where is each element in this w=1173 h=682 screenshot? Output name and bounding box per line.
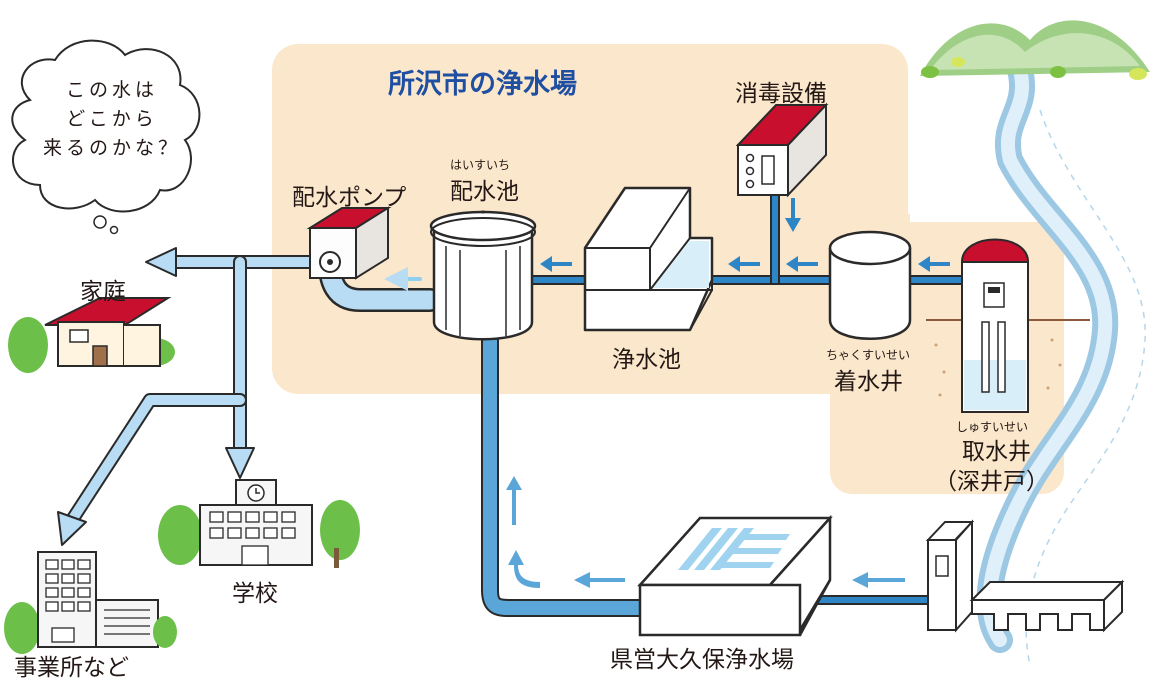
distribution-reservoir-ruby: はいすいち [450, 158, 511, 172]
disinfection-label: 消毒設備 [735, 81, 827, 107]
distribution-reservoir [429, 210, 537, 341]
intake-well-note: （深井戸） [934, 469, 1049, 495]
distribution-reservoir-label: 配水池 [450, 179, 519, 205]
page-title: 所沢市の浄水場 [388, 69, 577, 100]
intake-well-ruby: しゅすいせい [956, 420, 1029, 434]
treatment-pipes [481, 185, 970, 618]
disinfection-equipment [735, 102, 829, 198]
intake-well-label: 取水井 [962, 439, 1031, 465]
distribution-pump-label: 配水ポンプ [292, 185, 407, 211]
school-label: 学校 [232, 581, 278, 607]
house [8, 297, 175, 373]
flow-arrows-light [506, 476, 905, 588]
bubble-text: この水は どこから 来るのかな？ [42, 76, 182, 163]
clean-water-reservoir [583, 186, 714, 332]
intake-well [926, 238, 1090, 413]
home-label: 家庭 [80, 279, 126, 305]
river [976, 57, 1146, 666]
flow-arrows [540, 198, 950, 272]
prefectural-plant [637, 514, 833, 637]
receiving-well-label: 着水井 [834, 369, 903, 395]
prefectural-plant-label: 県営大久保浄水場 [610, 647, 794, 673]
bubble-line-3: 来るのかな？ [42, 137, 181, 159]
receiving-well [828, 230, 912, 340]
bubble-line-1: この水は [65, 79, 158, 101]
river-intake [925, 519, 1125, 633]
receiving-well-ruby: ちゃくすいせい [826, 348, 911, 362]
bubble-line-2: どこから [66, 108, 158, 130]
office-buildings [4, 551, 177, 654]
thought-bubble [11, 39, 201, 235]
clean-water-reservoir-label: 浄水池 [612, 347, 681, 373]
school [158, 479, 360, 568]
distribution-pump [306, 206, 392, 280]
mountains [920, 20, 1150, 80]
